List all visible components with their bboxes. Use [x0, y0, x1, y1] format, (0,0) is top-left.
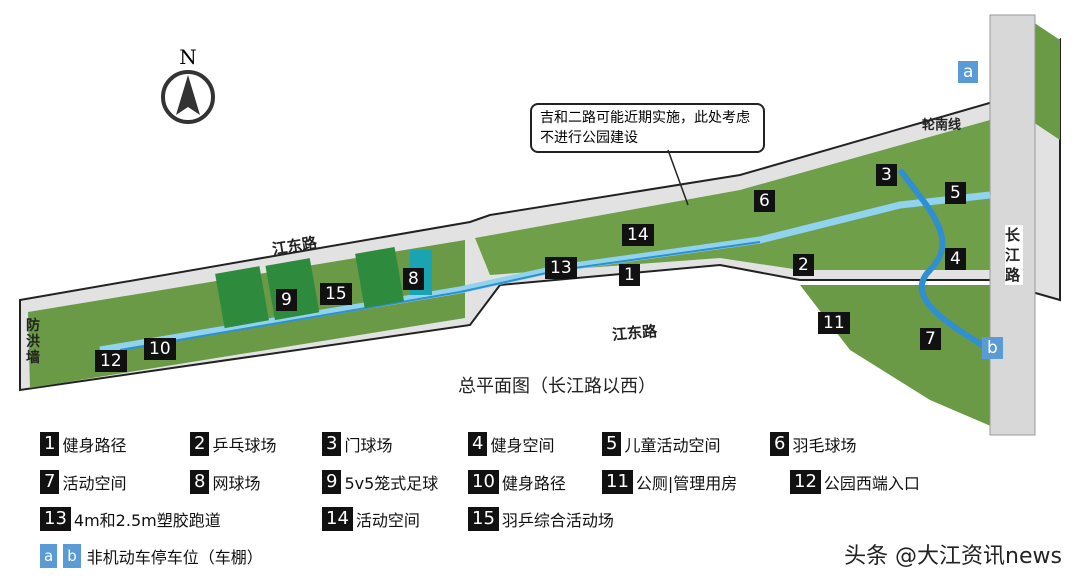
legend-text: 健身路径	[62, 436, 127, 455]
legend-number: 5	[602, 432, 622, 456]
river	[119, 241, 761, 351]
marker-14: 14	[622, 224, 654, 246]
road-label-jiangdong-bottom: 江东路	[611, 322, 658, 344]
marker-10: 10	[144, 338, 176, 360]
plan-title: 总平面图（长江路以西）	[458, 376, 656, 397]
marker-a: a	[958, 61, 979, 83]
legend-parking: a b 非机动车停车位（车棚）	[40, 544, 263, 568]
legend-text: 活动空间	[355, 511, 420, 530]
legend-number: 12	[790, 470, 821, 494]
football-court	[355, 246, 405, 309]
marker-15: 15	[320, 283, 352, 305]
legend-text: 健身路径	[501, 474, 566, 493]
legend-text: 门球场	[344, 436, 393, 455]
marker-b: b	[982, 337, 1003, 359]
legend-number: 3	[322, 432, 342, 456]
marker-1: 1	[619, 264, 640, 286]
legend-number: 1	[40, 432, 60, 456]
marker-6: 6	[754, 190, 775, 212]
marker-9: 9	[276, 289, 297, 311]
legend-number: 2	[190, 432, 210, 456]
road-label-changjiang: 长江路	[1005, 225, 1023, 285]
north-label: N	[179, 45, 197, 69]
park-middle	[475, 120, 990, 275]
legend-text: 羽乒综合活动场	[501, 511, 614, 530]
park-ne	[1030, 20, 1060, 140]
legend-number: 11	[602, 470, 633, 494]
legend-text: 5v5笼式足球	[344, 474, 439, 493]
legend-number: 8	[190, 470, 210, 494]
legend-text: 乒乓球场	[212, 436, 277, 455]
legend-text: 网球场	[212, 474, 261, 493]
legend-number: 15	[468, 507, 499, 531]
marker-5: 5	[945, 182, 966, 204]
marker-2: 2	[793, 254, 814, 276]
legend-text: 羽毛球场	[792, 436, 857, 455]
legend-text: 4m和2.5m塑胶跑道	[73, 511, 221, 530]
legend-text: 公园西端入口	[823, 474, 920, 493]
road-label-lunnan: 轮南线	[922, 118, 962, 133]
marker-13: 13	[545, 257, 577, 279]
compass-icon	[161, 70, 215, 124]
legend-text: 活动空间	[62, 474, 127, 493]
legend-text: 公厕|管理用房	[635, 474, 738, 493]
legend-number: 6	[770, 432, 790, 456]
legend-text: 健身空间	[490, 436, 555, 455]
flood-wall-label: 防洪墙	[26, 318, 40, 366]
legend-number: 10	[468, 470, 499, 494]
legend-number: 9	[322, 470, 342, 494]
legend-number: 14	[322, 507, 353, 531]
marker-12: 12	[95, 350, 127, 372]
legend-parking-a: a	[40, 544, 58, 568]
legend-parking-text: 非机动车停车位（车棚）	[86, 548, 263, 567]
football-court	[215, 266, 269, 329]
watermark: 头条 @大江资讯news	[844, 544, 1062, 569]
callout-note: 吉和二路可能近期实施，此处考虑不进行公园建设	[530, 103, 765, 153]
legend-text: 儿童活动空间	[624, 436, 721, 455]
legend-parking-b: b	[63, 544, 81, 568]
marker-7: 7	[920, 328, 941, 350]
north-arrow: N	[160, 45, 216, 129]
legend-number: 13	[40, 507, 71, 531]
marker-11: 11	[818, 312, 850, 334]
legend-number: 7	[40, 470, 60, 494]
park-east	[800, 285, 1000, 430]
marker-4: 4	[945, 248, 966, 270]
marker-8: 8	[403, 268, 424, 290]
marker-3: 3	[876, 164, 897, 186]
legend-number: 4	[468, 432, 488, 456]
river-east	[897, 168, 992, 353]
